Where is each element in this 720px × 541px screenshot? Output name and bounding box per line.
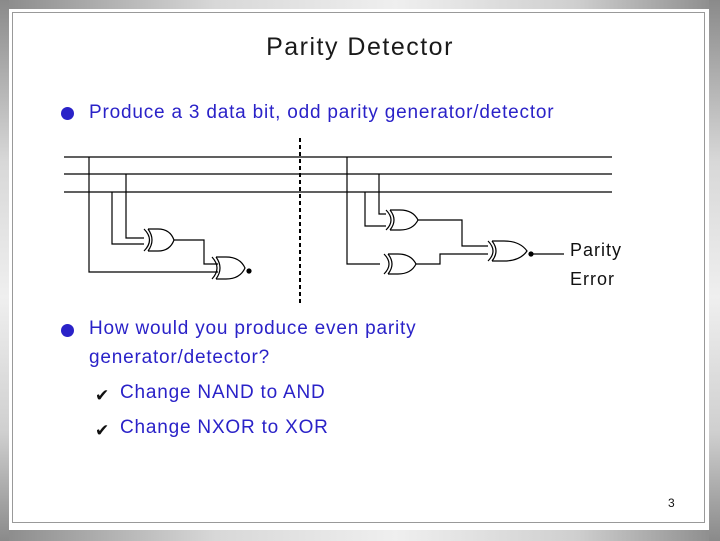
left-tap-1 [88, 157, 218, 273]
bullet-2-line-2: generator/detector? [89, 347, 271, 368]
output-label-error: Error [570, 269, 615, 289]
sub-item-2-text: Change NXOR to XOR [120, 417, 329, 438]
left-wire-xor-out [174, 239, 218, 265]
xor-gate-left-back [143, 228, 151, 252]
slide-title: Parity Detector [266, 33, 454, 61]
xnor-gate-left-body [216, 256, 246, 280]
right-tap-1 [346, 157, 380, 265]
bullet-1-text: Produce a 3 data bit, odd parity generat… [89, 102, 555, 123]
right-tap-2 [378, 174, 386, 215]
slide-area [12, 12, 705, 523]
xnor-gate-final [492, 240, 528, 262]
xnor-left-bubble [246, 268, 252, 274]
left-tap-2 [125, 174, 144, 239]
bullet-2-line-1: How would you produce even parity [89, 318, 417, 339]
frame-right-border [709, 0, 720, 541]
page-number: 3 [668, 496, 675, 510]
bullet-dot-1 [61, 107, 74, 120]
left-tap-3 [111, 192, 144, 245]
sub-item-1-text: Change NAND to AND [120, 382, 326, 403]
right-tap-3 [364, 192, 386, 227]
xnor-final-bubble [528, 251, 534, 257]
right-wire-bottom-out [416, 253, 488, 265]
output-label-parity: Parity [570, 240, 623, 260]
frame-top-border [0, 0, 720, 9]
right-wire-top-out [418, 219, 488, 247]
frame-left-border [0, 0, 9, 541]
bullet-dot-2 [61, 324, 74, 337]
frame-bottom-border [0, 530, 720, 541]
checkmark-icon: ✔ [95, 421, 110, 440]
checkmark-icon: ✔ [95, 386, 110, 405]
